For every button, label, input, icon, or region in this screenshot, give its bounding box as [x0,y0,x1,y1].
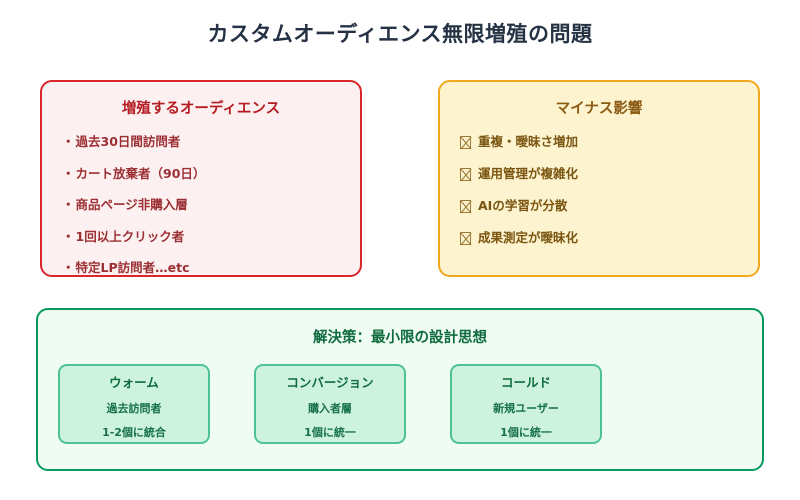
list-item: AIの学習が分散 [460,200,758,213]
problem-panel: 増殖するオーディエンス ・ 過去30日間訪問者 ・ カート放棄者（90日） ・ … [40,80,362,277]
card-consolidation: 1個に統一 [304,425,356,439]
bullet-dot-icon: ・ [62,228,75,244]
card-audience: 過去訪問者 [106,401,162,415]
list-item-label: AIの学習が分散 [478,198,568,214]
list-item: ・ 商品ページ非購入層 [62,197,360,212]
bullet-dot-icon: ・ [62,197,75,212]
problem-panel-heading: 増殖するオーディエンス [121,101,281,117]
impact-item-list: 重複・曖昧さ増加 運用管理が複雑化 AIの学習が分散 成果測定が曖昧化 [440,136,758,245]
list-item-label: 商品ページ非購入層 [75,197,188,212]
card-audience: 購入者層 [308,401,352,415]
card-title: ウォーム [109,375,159,390]
bullet-dot-icon: ・ [62,260,75,275]
solution-card-conversion: コンバージョン 購入者層 1個に統一 [254,364,406,444]
list-item: 成果測定が曖昧化 [460,232,758,245]
missing-glyph-box-icon [460,200,471,213]
card-consolidation: 1-2個に統合 [102,425,166,439]
card-title: コンバージョン [286,375,374,390]
list-item-label: 運用管理が複雑化 [478,166,579,182]
list-item: 重複・曖昧さ増加 [460,136,758,149]
solution-panel-heading: 解決策：最小限の設計思想 [313,330,487,346]
impact-panel: マイナス影響 重複・曖昧さ増加 運用管理が複雑化 AIの学習が分散 成果測定が曖… [438,80,760,277]
solution-card-cold: コールド 新規ユーザー 1個に統一 [450,364,602,444]
problem-item-list: ・ 過去30日間訪問者 ・ カート放棄者（90日） ・ 商品ページ非購入層 ・ … [42,134,360,275]
list-item-label: 成果測定が曖昧化 [478,230,579,246]
page-title: カスタムオーディエンス無限増殖の問題 [207,22,593,46]
card-audience: 新規ユーザー [493,401,559,415]
list-item: ・ 特定LP訪問者…etc [62,260,360,275]
solution-panel: 解決策：最小限の設計思想 ウォーム 過去訪問者 1-2個に統合 コンバージョン … [36,308,764,471]
bullet-dot-icon: ・ [62,134,75,149]
list-item-label: カート放棄者（90日） [75,165,206,181]
bullet-dot-icon: ・ [62,165,75,181]
list-item-label: 特定LP訪問者…etc [75,260,190,275]
list-item: ・ 1回以上クリック者 [62,228,360,244]
solution-card-row: ウォーム 過去訪問者 1-2個に統合 コンバージョン 購入者層 1個に統一 コー… [38,364,762,444]
list-item: 運用管理が複雑化 [460,168,758,181]
impact-panel-heading: マイナス影響 [555,101,643,117]
solution-card-warm: ウォーム 過去訪問者 1-2個に統合 [58,364,210,444]
list-item-label: 1回以上クリック者 [75,228,185,244]
missing-glyph-box-icon [460,168,471,181]
card-consolidation: 1個に統一 [500,425,552,439]
list-item: ・ 過去30日間訪問者 [62,134,360,149]
list-item-label: 重複・曖昧さ増加 [478,134,579,150]
missing-glyph-box-icon [460,232,471,245]
list-item: ・ カート放棄者（90日） [62,165,360,181]
missing-glyph-box-icon [460,136,471,149]
card-title: コールド [500,375,551,390]
list-item-label: 過去30日間訪問者 [75,134,181,149]
